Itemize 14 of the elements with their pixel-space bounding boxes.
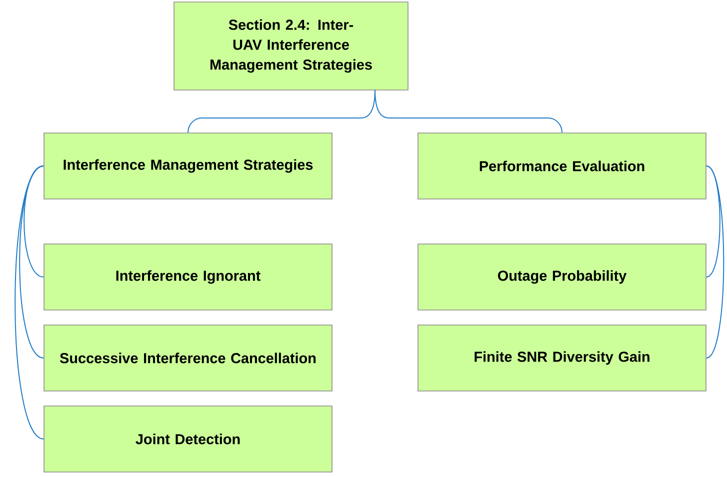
- connector-line: [14, 166, 44, 440]
- connector-line: [374, 90, 562, 134]
- topic-box: Joint Detection: [44, 406, 332, 472]
- topic-box: Performance Evaluation: [418, 132, 706, 200]
- topic-box: Outage Probability: [418, 244, 706, 310]
- connector-line: [706, 166, 724, 358]
- topic-box: Section 2.4: Inter-UAV Interference Management Strategies: [174, 2, 408, 90]
- connector-line: [706, 166, 720, 278]
- topic-box: Finite SNR Diversity Gain: [418, 324, 706, 392]
- topic-box: Interference Management Strategies: [44, 132, 332, 200]
- topic-box: Successive Interference Cancellation: [44, 324, 332, 392]
- topic-box: Interference Ignorant: [44, 244, 332, 310]
- connector-line: [19, 166, 44, 358]
- connector-line: [24, 166, 44, 278]
